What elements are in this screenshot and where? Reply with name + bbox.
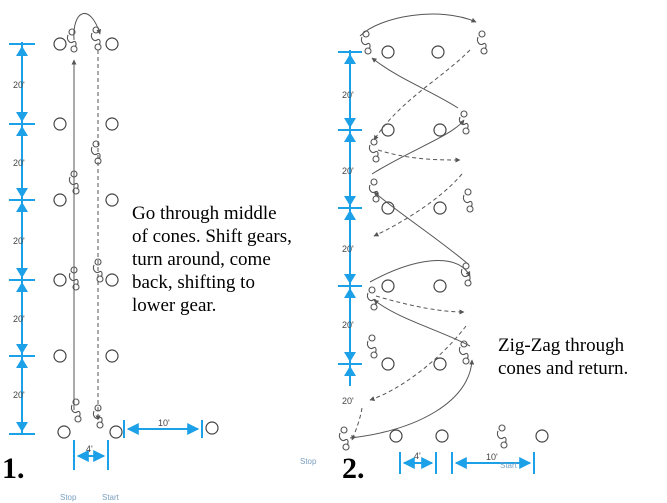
start-label: Start	[500, 461, 518, 470]
motorcycle-icon	[92, 258, 104, 283]
cone	[57, 425, 71, 439]
motorcycle-icon	[66, 28, 78, 53]
cone	[389, 429, 403, 443]
cone	[535, 429, 549, 443]
diagram-2: 20' 20' 20' 20' 20'	[300, 13, 549, 474]
motorcycle-icon	[366, 334, 378, 359]
diagram1-dimension-arrows	[16, 46, 28, 432]
segment-label: 20'	[13, 390, 25, 400]
diagram1-bottom-dimensions	[73, 420, 203, 470]
width-label: 4'	[86, 444, 93, 454]
runup-label: 10'	[486, 452, 498, 462]
motorcycle-icon	[496, 424, 508, 449]
runup-label: 10'	[158, 418, 170, 428]
cone	[109, 425, 123, 439]
motorcycle-icon	[70, 398, 82, 423]
cone	[381, 279, 395, 293]
diagram2-bottom-dimensions	[399, 452, 535, 474]
motorcycle-icon	[462, 188, 474, 213]
diagram1-number: 1.	[2, 452, 25, 485]
motorcycle-icon	[476, 30, 488, 55]
cone	[53, 273, 67, 287]
motorcycle-icon	[90, 26, 102, 51]
width-label: 4'	[414, 451, 421, 461]
cone	[381, 357, 395, 371]
cone	[205, 421, 219, 435]
segment-label: 20'	[342, 320, 354, 330]
stop-label: Stop	[300, 457, 317, 466]
segment-label: 20'	[342, 244, 354, 254]
motorcycle-icon	[458, 110, 470, 135]
diagram2-path-up	[349, 13, 477, 439]
cone	[433, 279, 447, 293]
cone	[53, 117, 67, 131]
cone	[381, 123, 395, 137]
stop-label: Stop	[60, 493, 77, 502]
motorcycle-icon	[68, 170, 80, 195]
motorcycle-icon	[360, 30, 372, 55]
segment-label: 20'	[13, 314, 25, 324]
segment-label: 20'	[13, 158, 25, 168]
diagram2-cones	[381, 45, 549, 443]
cone	[435, 429, 449, 443]
cone	[53, 37, 67, 51]
cone	[53, 193, 67, 207]
motorcycle-icon	[366, 286, 378, 311]
segment-label: 20'	[342, 166, 354, 176]
diagram2-dimension-arrows	[344, 54, 356, 376]
diagram2-number: 2.	[342, 452, 365, 485]
cone	[105, 117, 119, 131]
diagram2-caption: Zig-Zag through cones and return.	[498, 335, 629, 379]
cone	[105, 193, 119, 207]
motorcycle-icon	[458, 340, 470, 365]
cone	[53, 349, 67, 363]
diagram1-dimension-bar	[9, 42, 35, 435]
cone	[381, 45, 395, 59]
diagram1-path-up	[71, 13, 102, 410]
motorcycle-icon	[368, 138, 380, 163]
diagram2-path-down	[351, 49, 471, 441]
diagram1-caption: Go through middle of cones. Shift gears,…	[132, 203, 292, 316]
segment-label: 20'	[13, 236, 25, 246]
cone	[105, 37, 119, 51]
segment-label: 20'	[342, 90, 354, 100]
segment-label: 20'	[342, 396, 354, 406]
start-label: Start	[102, 493, 120, 502]
diagram-1: 20' 20' 20' 20' 20'	[9, 13, 219, 502]
segment-label: 20'	[13, 80, 25, 90]
motorcycle-icon	[460, 262, 472, 287]
diagram1-segment-labels: 20' 20' 20' 20' 20'	[13, 80, 25, 400]
diagram2-segment-labels: 20' 20' 20' 20' 20'	[342, 90, 354, 406]
cone	[433, 201, 447, 215]
diagram1-cones	[53, 37, 219, 439]
cone	[431, 45, 445, 59]
motorcycle-icon	[338, 426, 350, 451]
cone	[105, 349, 119, 363]
motorcycle-icon	[368, 178, 380, 203]
motorcycle-icon	[90, 140, 102, 165]
motorcycle-icon	[68, 266, 80, 291]
cone	[433, 357, 447, 371]
motorcycle-icon	[92, 404, 104, 429]
cone	[433, 123, 447, 137]
diagram2-motorcycles	[338, 30, 508, 451]
diagram1-motorcycles	[66, 26, 104, 429]
cone	[105, 273, 119, 287]
